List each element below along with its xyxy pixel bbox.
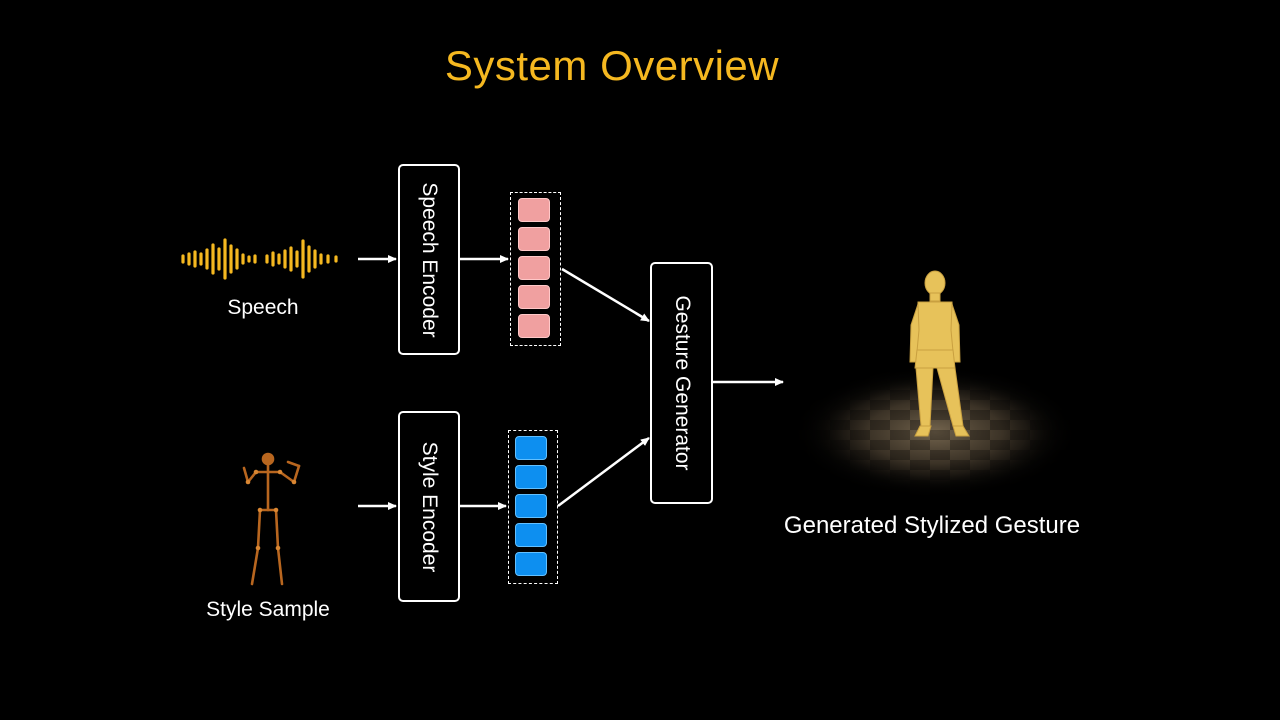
speech-label: Speech <box>227 296 299 319</box>
style-encoder-label: Style Encoder <box>418 441 441 572</box>
arrow-speech-embedding-to-generator <box>561 267 650 323</box>
style-embedding-cell <box>515 552 547 576</box>
speech-embedding-cell <box>518 227 550 251</box>
speech-embedding-cell <box>518 285 550 309</box>
generated-avatar-scene <box>783 270 1087 504</box>
speech-embedding-cell <box>518 198 550 222</box>
output-label: Generated Stylized Gesture <box>783 512 1081 539</box>
speech-embedding-cell <box>518 314 550 338</box>
gesture-generator-box: Gesture Generator <box>650 262 713 504</box>
arrow-style-embedding-to-generator <box>557 436 650 508</box>
skeleton-icon <box>242 452 301 586</box>
style-embedding-vector <box>508 430 558 584</box>
style-embedding-cell <box>515 494 547 518</box>
style-encoder-box: Style Encoder <box>398 411 460 602</box>
speech-encoder-label: Speech Encoder <box>418 181 441 338</box>
style-embedding-cell <box>515 523 547 547</box>
audio-waveform-icon <box>181 238 338 280</box>
style-embedding-cell <box>515 436 547 460</box>
avatar-figure <box>909 270 970 437</box>
style-embedding-cell <box>515 465 547 489</box>
speech-embedding-cell <box>518 256 550 280</box>
speech-encoder-box: Speech Encoder <box>398 164 460 355</box>
slide-title: System Overview <box>444 42 780 89</box>
gesture-generator-label: Gesture Generator <box>670 295 694 471</box>
speech-embedding-vector <box>510 192 561 346</box>
style-sample-label: Style Sample <box>206 598 330 621</box>
